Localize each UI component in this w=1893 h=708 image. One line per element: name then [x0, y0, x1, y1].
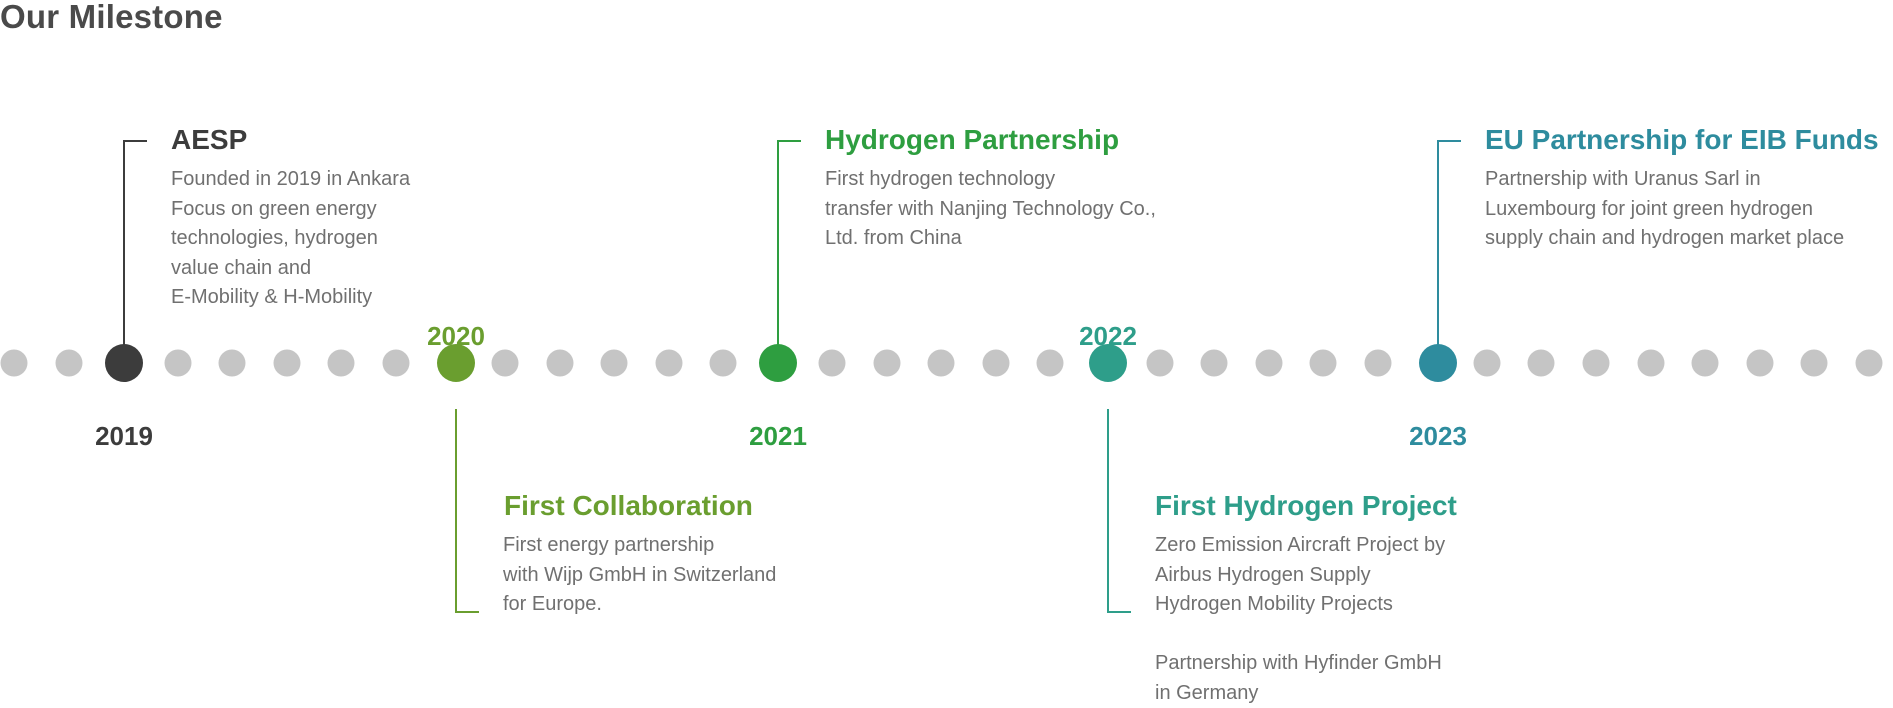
- milestone-dot: [1419, 344, 1457, 382]
- milestone-year: 2019: [95, 421, 153, 451]
- connector-tick: [1107, 611, 1131, 613]
- milestone-title: Hydrogen Partnership: [825, 124, 1120, 155]
- timeline-dot: [1200, 349, 1228, 377]
- timeline-dot: [873, 349, 901, 377]
- milestone-description: Partnership with Uranus Sarl in Luxembou…: [1485, 168, 1845, 249]
- timeline-dot: [818, 349, 846, 377]
- milestone-year: 2020: [427, 321, 485, 351]
- connector-line: [777, 140, 779, 346]
- milestone-description: First hydrogen technology transfer with …: [825, 168, 1156, 249]
- connector-line: [1107, 409, 1109, 613]
- connector-tick: [455, 611, 479, 613]
- milestone-year: 2023: [1409, 421, 1467, 451]
- milestone-dot: [105, 344, 143, 382]
- timeline-dot: [600, 349, 628, 377]
- milestone-dot: [437, 344, 475, 382]
- timeline-dot: [982, 349, 1010, 377]
- milestone-dot: [1089, 344, 1127, 382]
- milestone-title: EU Partnership for EIB Funds: [1485, 124, 1879, 155]
- timeline-dot: [1855, 349, 1883, 377]
- timeline-dot: [1255, 349, 1283, 377]
- connector-tick: [1437, 140, 1461, 142]
- timeline-dot: [1364, 349, 1392, 377]
- timeline-dot: [55, 349, 83, 377]
- milestone-description: Zero Emission Aircraft Project by Airbus…: [1155, 534, 1446, 704]
- timeline-dot: [1146, 349, 1174, 377]
- timeline-dot: [382, 349, 410, 377]
- timeline-dot: [655, 349, 683, 377]
- connector-line: [455, 409, 457, 613]
- timeline-dot: [491, 349, 519, 377]
- milestone-year: 2022: [1079, 321, 1137, 351]
- timeline-dot: [273, 349, 301, 377]
- timeline-dot: [218, 349, 246, 377]
- timeline-dot: [1637, 349, 1664, 377]
- connector-line: [1437, 140, 1439, 346]
- milestone-description: First energy partnership with Wijp GmbH …: [503, 534, 777, 615]
- timeline-dot: [164, 349, 192, 377]
- timeline-dot: [546, 349, 573, 377]
- connector-tick: [777, 140, 801, 142]
- milestone-title: First Collaboration: [504, 490, 753, 521]
- timeline-dot: [1309, 349, 1337, 377]
- timeline-dot: [0, 349, 28, 377]
- timeline-dot: [927, 349, 955, 377]
- milestone-title: First Hydrogen Project: [1155, 490, 1457, 521]
- timeline-dot: [1473, 349, 1501, 377]
- milestone-title: AESP: [171, 124, 248, 155]
- timeline-dot: [1527, 349, 1555, 377]
- page-title: Our Milestone: [0, 0, 223, 35]
- timeline-dot: [1800, 349, 1828, 377]
- milestone-description: Founded in 2019 in Ankara Focus on green…: [171, 168, 411, 308]
- connector-tick: [123, 140, 147, 142]
- milestone-dot: [759, 344, 797, 382]
- milestone-year: 2021: [749, 421, 807, 451]
- connector-line: [123, 140, 125, 346]
- timeline-dot: [709, 349, 737, 377]
- timeline-dot: [1582, 349, 1610, 377]
- timeline-dot: [327, 349, 355, 377]
- timeline-dot: [1036, 349, 1064, 377]
- timeline-dot: [1746, 349, 1774, 377]
- timeline-dot: [1691, 349, 1719, 377]
